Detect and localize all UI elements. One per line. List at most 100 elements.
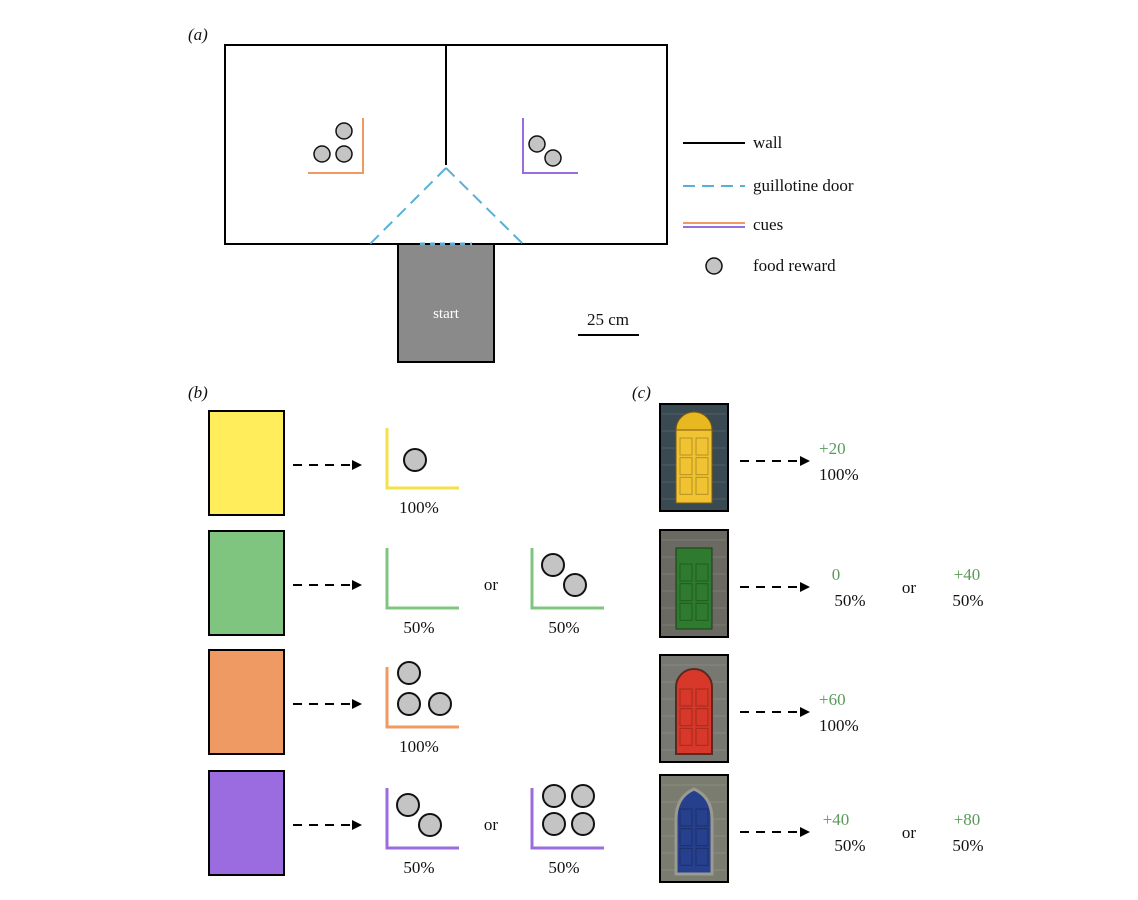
food-reward-icon	[528, 135, 546, 153]
probability-label: 100%	[399, 498, 439, 517]
door-inset	[679, 828, 693, 847]
door-inset	[695, 457, 709, 476]
probability-label: 50%	[952, 591, 983, 610]
start-box	[397, 243, 495, 363]
reward-value-label: +60	[819, 690, 846, 709]
door-inset	[679, 727, 693, 746]
food-reward-icon	[563, 573, 587, 597]
door-panel	[675, 668, 713, 755]
legend-cues: cues	[683, 215, 783, 234]
door-inset	[695, 437, 709, 456]
legend-food: food reward	[705, 256, 836, 275]
door-image	[659, 529, 729, 638]
color-cue-card	[208, 410, 285, 516]
door-inset	[679, 808, 693, 827]
food-reward-icon	[541, 553, 565, 577]
door-panel	[675, 429, 713, 504]
reward-value-label: +80	[954, 810, 981, 829]
orange-cue	[308, 118, 364, 174]
panel-label-c: (c)	[632, 383, 651, 402]
legend-label: wall	[753, 133, 783, 152]
cue-outcome: 100%	[385, 661, 459, 756]
legend: wall guillotine door cues food reward	[683, 133, 854, 275]
door-row-1: +20 100%	[659, 403, 859, 512]
legend-label: guillotine door	[753, 176, 854, 195]
food-reward-icon	[542, 784, 566, 808]
scale-label: 25 cm	[587, 310, 629, 329]
food-reward-icon	[313, 145, 331, 163]
probability-label: 50%	[403, 618, 434, 637]
guillotine-door-right	[445, 167, 524, 245]
food-reward-icon	[397, 661, 421, 685]
food-reward-icon	[335, 145, 353, 163]
reward-value-label: +40	[823, 810, 850, 829]
door-inset	[679, 437, 693, 456]
door-inset	[695, 828, 709, 847]
door-inset	[679, 847, 693, 866]
purple-cue	[522, 118, 578, 174]
legend-label: food reward	[753, 256, 836, 275]
food-reward-icon	[418, 813, 442, 837]
probability-label: 100%	[819, 716, 859, 735]
door-inset	[679, 476, 693, 495]
door-inset	[679, 457, 693, 476]
color-cue-card	[208, 530, 285, 636]
door-inset	[695, 727, 709, 746]
cue-corner-icon	[385, 548, 459, 610]
food-reward-icon	[403, 448, 427, 472]
legend-wall: wall	[683, 133, 783, 152]
reward-value-label: 0	[832, 565, 841, 584]
probability-label: 50%	[548, 858, 579, 877]
cue-corner-icon	[530, 788, 604, 850]
cue-corner-icon	[385, 428, 459, 490]
fanlight	[675, 411, 713, 431]
panel-label-a: (a)	[188, 25, 208, 44]
door-panel	[674, 787, 714, 876]
cue-corner-icon	[530, 548, 604, 610]
panel-label-b: (b)	[188, 383, 208, 402]
probability-label: 50%	[403, 858, 434, 877]
door-inset	[679, 583, 693, 602]
door-inset	[695, 476, 709, 495]
door-inset	[679, 708, 693, 727]
food-reward-icon	[542, 812, 566, 836]
door-row-3: +60 100%	[659, 654, 859, 763]
door-image	[659, 774, 729, 883]
cue-outcome: 50%	[530, 784, 604, 877]
or-label: or	[902, 823, 917, 842]
legend-door: guillotine door	[683, 176, 854, 195]
door-inset	[695, 563, 709, 582]
probability-label: 50%	[548, 618, 579, 637]
door-inset	[679, 688, 693, 707]
probability-label: 100%	[819, 465, 859, 484]
cue-outcome: 100%	[385, 428, 459, 517]
door-panel	[675, 547, 713, 630]
food-reward-icon	[428, 692, 452, 716]
door-inset	[695, 708, 709, 727]
reward-value-label: +20	[819, 439, 846, 458]
probability-label: 100%	[399, 737, 439, 756]
cue-row-1: 100%	[208, 410, 459, 517]
start-label: start	[433, 306, 460, 322]
legend-label: cues	[753, 215, 783, 234]
guillotine-door-left	[369, 167, 447, 245]
reward-value-label: +40	[954, 565, 981, 584]
door-inset	[695, 602, 709, 621]
door-inset	[695, 847, 709, 866]
probability-label: 50%	[952, 836, 983, 855]
cue-outcome: 50%	[385, 788, 459, 877]
door-inset	[695, 808, 709, 827]
food-reward-icon	[705, 257, 723, 275]
food-reward-icon	[571, 784, 595, 808]
food-reward-icon	[544, 149, 562, 167]
color-cue-card	[208, 770, 285, 876]
food-reward-icon	[335, 122, 353, 140]
cue-outcome: 50%	[385, 548, 459, 637]
or-label: or	[902, 578, 917, 597]
